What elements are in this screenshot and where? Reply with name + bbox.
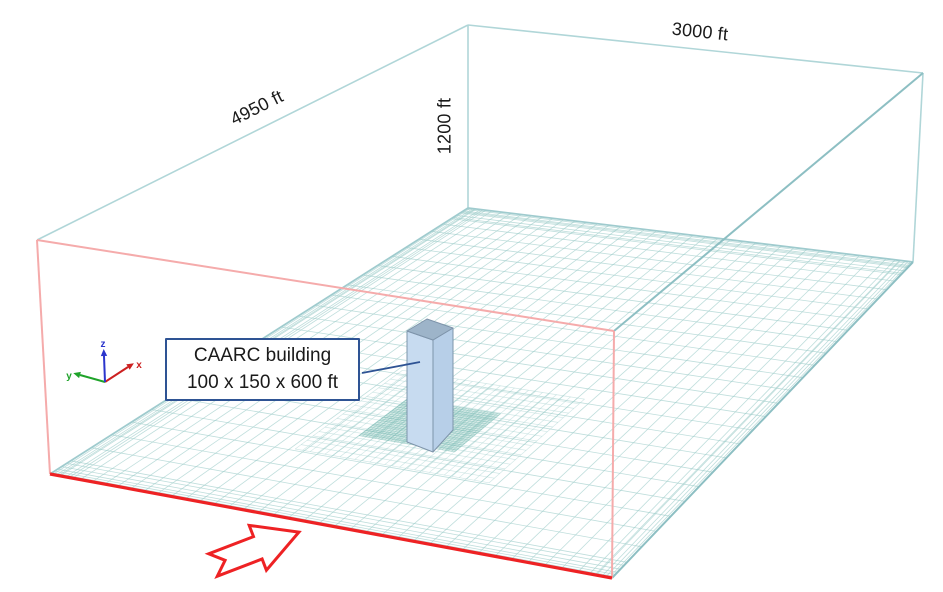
axis-triad-icon: x y z (66, 339, 142, 383)
building-top-face (406, 318, 454, 341)
caarc-building (406, 318, 454, 453)
callout-building-size: 100 x 150 x 600 ft (186, 371, 339, 393)
callout-leader-line (361, 361, 421, 374)
callout-building-name: CAARC building (193, 344, 332, 366)
inlet-bottom-edge (49, 472, 613, 580)
axis-z-label: z (101, 339, 106, 350)
flow-direction-arrow-icon (204, 523, 302, 579)
building-front-face (406, 330, 434, 453)
inlet-face-outline (36, 239, 615, 580)
building-side-face (432, 327, 454, 453)
axis-x-label: x (136, 360, 142, 371)
building-callout: CAARC building 100 x 150 x 600 ft (165, 338, 360, 401)
height-dimension-label: 1200 ft (434, 97, 455, 155)
axis-y-label: y (66, 371, 72, 382)
